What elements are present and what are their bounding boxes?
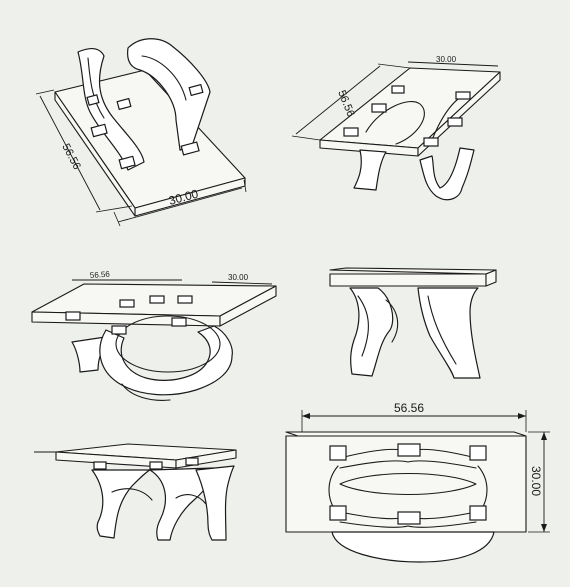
view-6-width-label: 30.00 (529, 466, 543, 496)
view-6-base (331, 531, 495, 563)
view-6-frame-ellipse (339, 472, 477, 496)
view-6-pad (469, 445, 487, 461)
view-3-width-label: 30.00 (228, 273, 249, 282)
view-3-leg-main (99, 325, 233, 396)
view-1-leg-left (77, 47, 145, 171)
view-2-leg-right (419, 147, 475, 201)
view-1-length-label: 56.56 (59, 142, 83, 172)
view-3-length-label: 56.56 (90, 270, 111, 280)
view-1: 56.56 30.00 (35, 38, 247, 227)
view-4 (329, 267, 497, 379)
view-2-leg-left (353, 149, 387, 191)
view-3: 56.56 30.00 (31, 270, 277, 401)
view-1-leg-right (127, 38, 211, 151)
view-6-pad (329, 445, 347, 461)
view-6-length-label: 56.56 (394, 401, 424, 415)
view-5-leg-left (91, 469, 151, 539)
view-6-pad (469, 505, 487, 521)
view-6-pad (397, 443, 421, 457)
view-6-pad (397, 511, 421, 525)
view-6: 56.56 30.00 (285, 401, 550, 563)
view-4-leg-right (417, 287, 481, 379)
view-6-tabletop (285, 431, 527, 437)
view-2-length-label: 56.56 (335, 89, 356, 119)
view-5 (34, 443, 237, 541)
view-2-width-label: 30.00 (436, 55, 457, 64)
view-6-pad (329, 505, 347, 521)
view-5-leg-right (195, 465, 235, 541)
view-2: 56.56 30.00 (291, 55, 501, 201)
view-4-leg-left (349, 287, 394, 377)
view-4-tabletop (329, 267, 497, 275)
